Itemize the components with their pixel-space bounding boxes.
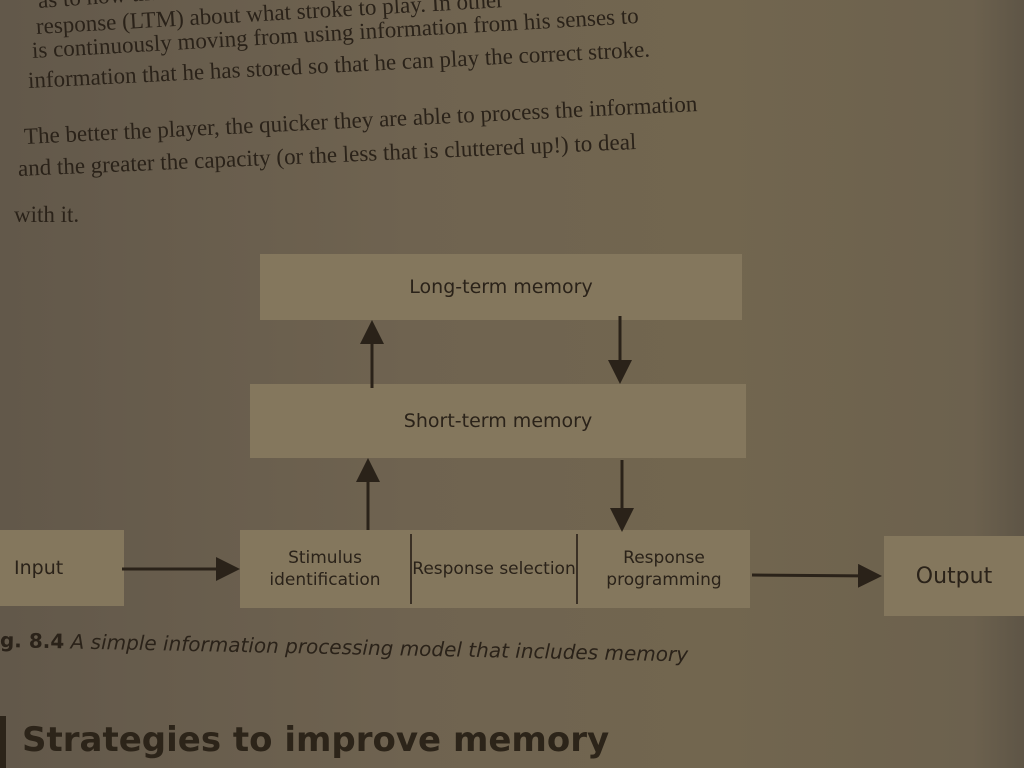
short-term-memory-box: Short-term memory xyxy=(250,384,746,458)
output-box: Output xyxy=(884,536,1024,616)
processing-stages-box: Stimulus identification Response selecti… xyxy=(240,530,750,608)
input-label: Input xyxy=(14,557,64,579)
short-term-memory-label: Short-term memory xyxy=(403,410,593,432)
long-term-memory-box: Long-term memory xyxy=(260,254,742,320)
section-heading: Strategies to improve memory xyxy=(22,720,610,760)
stage-divider xyxy=(410,534,412,604)
stage-stimulus-identification: Stimulus identification xyxy=(269,547,381,590)
stage-divider xyxy=(576,534,578,604)
stage-response-selection: Response selection xyxy=(412,558,576,579)
figure-number: g. 8.4 xyxy=(0,628,65,654)
output-label: Output xyxy=(915,563,993,589)
stage-response-programming: Response programming xyxy=(606,547,722,590)
text-line: with it. xyxy=(14,202,80,227)
input-box: Input xyxy=(0,530,124,606)
arrow-stages-to-output xyxy=(751,563,882,588)
heading-bar xyxy=(0,716,6,768)
long-term-memory-label: Long-term memory xyxy=(409,276,593,298)
